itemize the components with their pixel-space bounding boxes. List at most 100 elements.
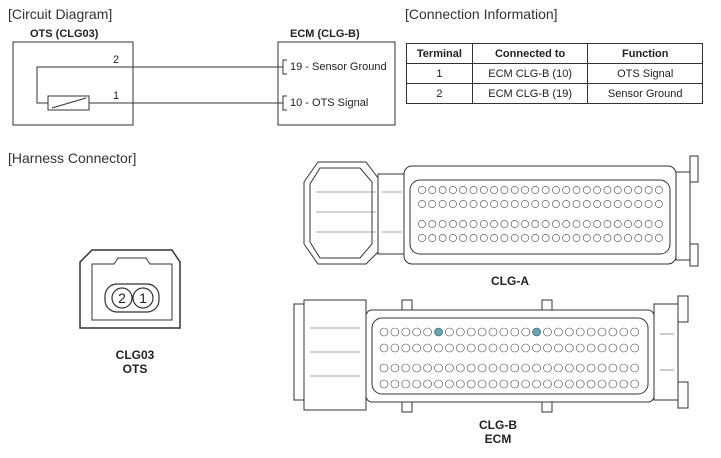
connector-pin xyxy=(510,343,520,353)
clg-a-connector-drawing xyxy=(303,155,699,267)
clg-b-connector-drawing xyxy=(293,295,689,413)
connector-pin xyxy=(379,363,389,373)
connector-pin xyxy=(572,234,581,242)
connector-pin xyxy=(551,220,560,228)
connector-pin xyxy=(541,220,550,228)
connector-pin xyxy=(448,186,457,194)
connector-pin xyxy=(418,186,426,194)
ecm-label: ECM (CLG-B) xyxy=(290,28,360,40)
ecm-pin-19-label: 19 - Sensor Ground xyxy=(290,61,387,73)
connector-pin xyxy=(562,220,571,228)
connector-pin xyxy=(412,363,421,373)
connector-pin xyxy=(510,379,520,389)
connector-pin xyxy=(551,186,560,194)
connector-pin xyxy=(477,363,487,373)
connector-pin xyxy=(532,379,541,389)
connector-pin xyxy=(654,186,663,194)
wire-pin-1-label: 1 xyxy=(113,90,120,102)
connector-pin xyxy=(575,363,585,373)
connector-pin xyxy=(456,379,465,389)
connector-pin xyxy=(572,220,581,228)
connector-pin xyxy=(459,220,468,228)
ots-pin-2-label: 2 xyxy=(118,290,126,306)
connector-pin xyxy=(510,327,520,337)
table-row: 1 ECM CLG-B (10) OTS Signal xyxy=(406,63,703,84)
connector-pin xyxy=(554,327,563,337)
connector-pin xyxy=(445,343,454,353)
connector-pin xyxy=(603,220,612,228)
connector-pin xyxy=(541,186,550,194)
connector-pin xyxy=(434,327,443,337)
connector-pin xyxy=(438,186,447,194)
connector-pin xyxy=(401,363,411,373)
col-terminal: Terminal xyxy=(406,43,473,64)
connector-pin xyxy=(654,200,663,208)
ots-connector-name: CLG03 xyxy=(115,348,155,362)
connector-pin xyxy=(541,234,550,242)
connector-pin xyxy=(613,186,622,194)
connector-pin xyxy=(510,234,519,242)
connector-pin xyxy=(644,220,653,228)
ots-pin-1-label: 1 xyxy=(139,290,147,306)
connector-pin xyxy=(438,234,447,242)
connector-pin xyxy=(564,327,574,337)
connector-pin xyxy=(510,363,520,373)
connector-pin xyxy=(423,363,432,373)
connector-pin xyxy=(644,200,653,208)
connector-pin xyxy=(490,200,498,208)
connector-pin xyxy=(532,363,541,373)
connector-pin xyxy=(390,343,400,353)
cell-connected-to: ECM CLG-B (19) xyxy=(471,83,589,104)
circuit-wiring xyxy=(12,41,396,126)
ots-connector-caption: CLG03 OTS xyxy=(95,348,175,376)
connector-pin xyxy=(499,363,509,373)
connector-pin xyxy=(624,234,632,242)
connector-pin xyxy=(488,379,498,389)
connector-pin xyxy=(500,220,509,228)
connector-pin xyxy=(423,379,432,389)
cell-terminal: 1 xyxy=(406,63,473,84)
connector-pin xyxy=(551,200,560,208)
connector-pin xyxy=(543,343,552,353)
connector-pin xyxy=(401,327,411,337)
connector-pin xyxy=(572,186,581,194)
connector-pin xyxy=(564,379,574,389)
connector-pin xyxy=(401,379,411,389)
connector-pin xyxy=(582,220,591,228)
clg-b-sub: ECM xyxy=(484,432,512,446)
connector-pin xyxy=(586,327,596,337)
connector-pin xyxy=(531,220,540,228)
connector-pin xyxy=(521,327,530,337)
connector-pin xyxy=(500,186,509,194)
connector-pin xyxy=(490,186,498,194)
connector-pin xyxy=(543,327,552,337)
connector-pin xyxy=(418,200,426,208)
connector-pin xyxy=(531,234,540,242)
connector-pin xyxy=(445,363,454,373)
connector-pin xyxy=(619,379,629,389)
connector-pin xyxy=(654,220,663,228)
connector-pin xyxy=(593,200,601,208)
connector-pin xyxy=(654,234,663,242)
connector-pin xyxy=(634,186,643,194)
circuit-diagram-title: [Circuit Diagram] xyxy=(8,6,113,22)
connector-pin xyxy=(499,343,509,353)
connector-pin xyxy=(412,379,421,389)
connector-pin xyxy=(510,200,519,208)
clg-b-caption: CLG-B ECM xyxy=(458,418,538,446)
connector-pin xyxy=(479,200,488,208)
connector-pin xyxy=(521,343,530,353)
connector-pin xyxy=(469,234,478,242)
ots-connector-sub: OTS xyxy=(122,362,148,376)
col-connected-to: Connected to xyxy=(471,43,589,64)
connector-pin xyxy=(603,200,612,208)
cell-function: Sensor Ground xyxy=(587,83,703,104)
connection-info-title: [Connection Information] xyxy=(405,6,558,22)
ots-sensor-box xyxy=(12,41,134,126)
connector-pin xyxy=(630,343,640,353)
connector-pin xyxy=(521,379,530,389)
wire-sensor-ground xyxy=(36,66,283,104)
connector-pin xyxy=(428,200,437,208)
connector-pin xyxy=(469,220,478,228)
connector-pin xyxy=(564,343,574,353)
